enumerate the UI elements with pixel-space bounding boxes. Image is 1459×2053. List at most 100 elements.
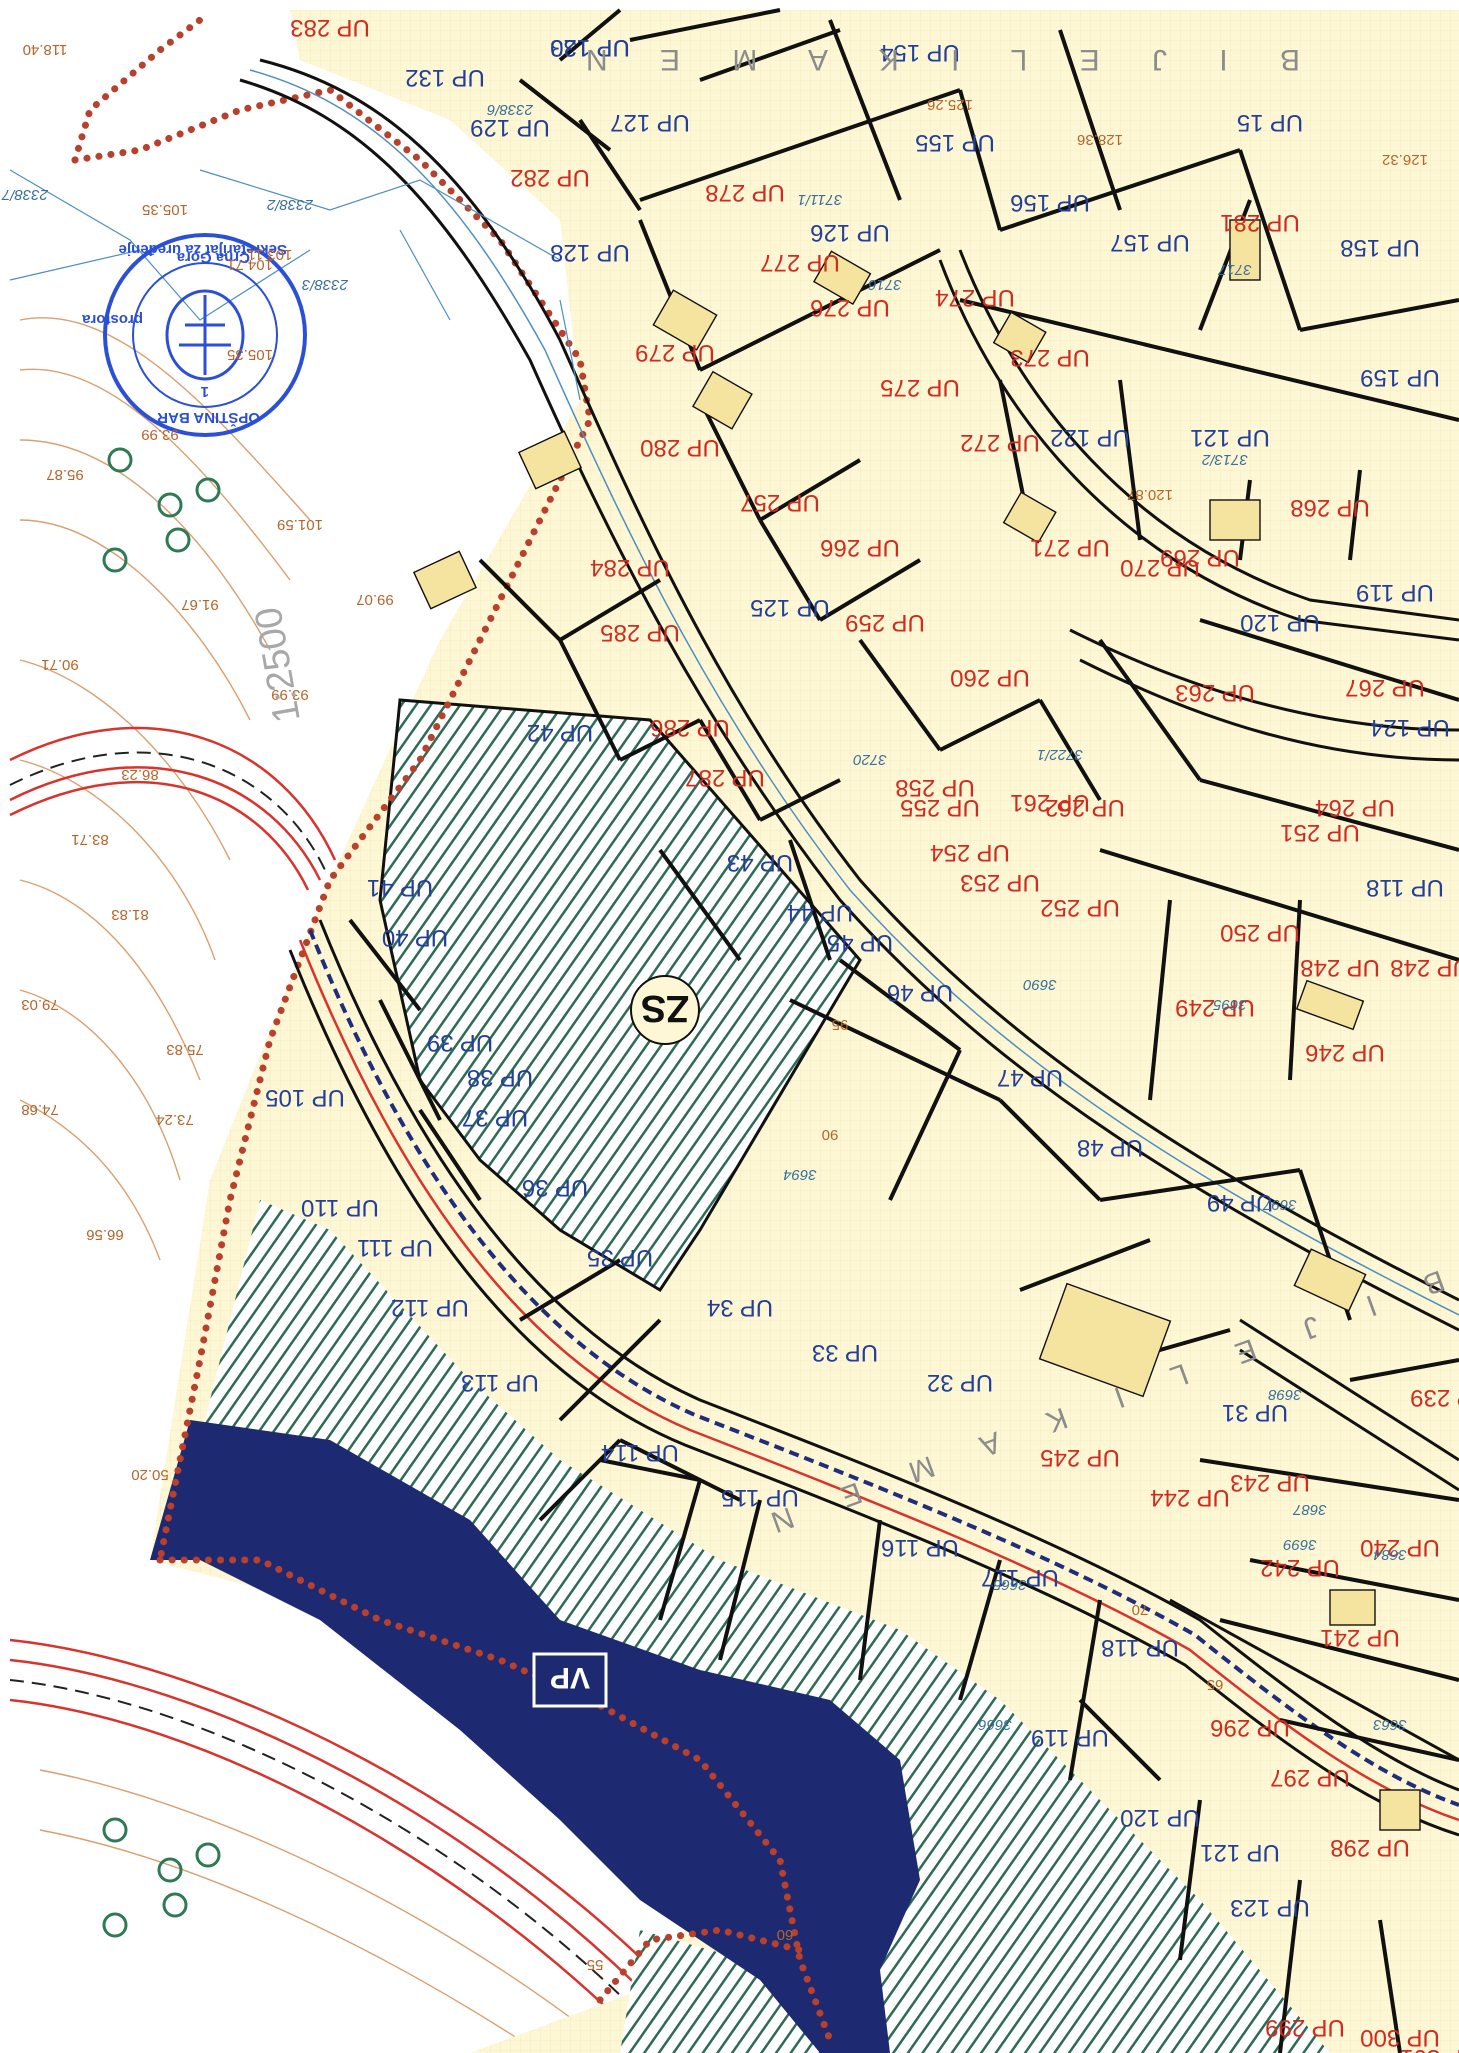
contour-value: 103.11 bbox=[248, 246, 293, 263]
parcel-label-red: UP 279 bbox=[635, 339, 715, 366]
parcel-label-red: UP 252 bbox=[1040, 894, 1120, 921]
parcel-label-blue: UP 132 bbox=[405, 64, 485, 91]
contour-value: 104.71 bbox=[227, 256, 273, 273]
parcel-label-red: UP 296 bbox=[1210, 1714, 1290, 1741]
cadastre-value: 2338/6 bbox=[486, 101, 534, 118]
parcel-label-blue: UP 117 bbox=[981, 1564, 1059, 1591]
cadastre-value: 3722/1 bbox=[1037, 746, 1083, 763]
parcel-label-red: UP 255 bbox=[900, 794, 980, 821]
contour-value: 91.67 bbox=[181, 596, 219, 613]
parcel-label-blue: UP 122 bbox=[1050, 424, 1130, 451]
parcel-label-blue: UP 129 bbox=[470, 114, 550, 141]
parcel-label-red: UP 297 bbox=[1270, 1764, 1350, 1791]
parcel-label-blue: UP 111 bbox=[357, 1234, 433, 1261]
zone-vp-label: VP bbox=[532, 1652, 608, 1708]
parcel-label-blue: UP 33 bbox=[812, 1339, 878, 1366]
parcel-label-red: UP 287 bbox=[685, 764, 765, 791]
parcel-label-red: UP 243 bbox=[1230, 1469, 1310, 1496]
parcel-label-red: UP 277 bbox=[760, 249, 840, 276]
parcel-label-red: UP 254 bbox=[930, 839, 1010, 866]
contour-value: 81.83 bbox=[111, 906, 149, 923]
municipal-stamp: OPŠTINA BAR Sekretarijat za uređenje pro… bbox=[82, 233, 307, 437]
parcel-label-blue: UP 156 bbox=[1010, 189, 1090, 216]
parcel-label-red: UP 271 bbox=[1030, 534, 1110, 561]
parcel-label-blue: UP 114 bbox=[601, 1439, 679, 1466]
parcel-label-red: UP 241 bbox=[1320, 1624, 1400, 1651]
parcel-label-red: UP 298 bbox=[1330, 1834, 1410, 1861]
parcel-label-blue: UP 120 bbox=[1120, 1804, 1200, 1831]
green-zone-zs bbox=[378, 698, 862, 1293]
contour-value: 86.23 bbox=[121, 766, 159, 783]
cadastre-value: 3690 bbox=[1023, 976, 1057, 993]
parcel-label-red: UP 283 bbox=[290, 14, 370, 41]
contour-value: 120.87 bbox=[1127, 486, 1173, 503]
contour-value: 75.83 bbox=[166, 1041, 204, 1058]
cadastre-value: 3684 bbox=[1373, 1546, 1406, 1563]
side-road-right bbox=[938, 249, 1459, 1762]
contour-value: 118.40 bbox=[23, 41, 68, 58]
cadastre-value: 3697 bbox=[1263, 1196, 1297, 1213]
parcel-label-blue: UP 38 bbox=[467, 1064, 533, 1091]
parcel-label-blue: UP 128 bbox=[550, 239, 630, 266]
parcel-label-red: UP 282 bbox=[510, 164, 590, 191]
contour-value: 95.87 bbox=[46, 466, 84, 483]
contour-value: 99.07 bbox=[356, 591, 394, 608]
contour-value: 70 bbox=[1132, 1601, 1149, 1618]
cadastre-value: 3717 bbox=[1218, 261, 1252, 278]
contour-value: 105.35 bbox=[142, 201, 188, 218]
parcel-label-red: UP 281 bbox=[1220, 209, 1300, 236]
parcel-label-blue: UP 34 bbox=[707, 1294, 773, 1321]
contour-value: 93.99 bbox=[141, 426, 179, 443]
parcel-label-blue: UP 121 bbox=[1190, 424, 1270, 451]
parcel-label-red: UP 257 bbox=[740, 489, 820, 516]
contour-value: 105.35 bbox=[227, 346, 273, 363]
cadastre-value: 3663 bbox=[1373, 1716, 1407, 1733]
parcel-label-red: UP 280 bbox=[640, 434, 720, 461]
parcel-label-red: UP 267 bbox=[1345, 674, 1425, 701]
contour-value: 73.24 bbox=[156, 1111, 194, 1128]
parcel-label-blue: UP 110 bbox=[301, 1194, 379, 1221]
parcel-label-blue: UP 130 bbox=[550, 34, 630, 61]
contour-value: 74.68 bbox=[21, 1101, 59, 1118]
stamp-number: 1 bbox=[201, 383, 209, 400]
cadastre-value: 3699 bbox=[1283, 1536, 1317, 1553]
parcel-label-blue: UP 46 bbox=[887, 979, 953, 1006]
stamp-line1: OPŠTINA BAR bbox=[157, 409, 260, 427]
contour-value: 65 bbox=[1207, 1676, 1224, 1693]
parcel-label-red: UP 278 bbox=[705, 179, 785, 206]
green-zone-lower bbox=[200, 1200, 1330, 2053]
parcel-label-red: UP 245 bbox=[1040, 1444, 1120, 1471]
parcel-label-red: UP 275 bbox=[880, 374, 960, 401]
contour-value: 50.20 bbox=[131, 1466, 169, 1483]
cadastre-value: 2338/2 bbox=[266, 196, 314, 213]
cadastre-value: 3687 bbox=[1293, 1501, 1327, 1518]
cadastre-value: 3698 bbox=[1268, 1386, 1302, 1403]
zone-zs-text: ZS bbox=[641, 987, 690, 1029]
cadastre-value: 2338/7 bbox=[1, 186, 49, 203]
parcel-label-red: UP 266 bbox=[820, 534, 900, 561]
parcel-label-blue: UP 15 bbox=[1237, 109, 1303, 136]
parcel-label-red: UP 284 bbox=[590, 554, 670, 581]
parcel-label-red: UP 246 bbox=[1305, 1039, 1385, 1066]
parcel-label-red: UP 242 bbox=[1260, 1554, 1340, 1581]
parcel-label-red: UP 268 bbox=[1290, 494, 1370, 521]
cadastre-value: 3694 bbox=[783, 1166, 816, 1183]
parcel-label-blue: UP 47 bbox=[997, 1064, 1063, 1091]
place-name-north: B I J E L I K A M E N bbox=[564, 43, 1300, 76]
cadastre-value: 3711/1 bbox=[798, 191, 843, 208]
zone-vp-text: VP bbox=[550, 1661, 590, 1694]
parcel-label-blue: UP 49 bbox=[1207, 1189, 1273, 1216]
parcel-label-blue: UP 36 bbox=[522, 1174, 588, 1201]
parcel-label-red: UP 286 bbox=[650, 714, 730, 741]
parcel-label-blue: UP 43 bbox=[727, 849, 793, 876]
contour-value: 95 bbox=[832, 1016, 849, 1033]
parcel-label-red: UP 264 bbox=[1315, 794, 1395, 821]
green-zone-bottom-left bbox=[620, 1930, 830, 2053]
parcel-label-red: UP 260 bbox=[950, 664, 1030, 691]
parcel-label-red: UP 262 bbox=[1045, 794, 1125, 821]
parcel-label-blue: UP 157 bbox=[1110, 229, 1190, 256]
parcel-label-red: UP 263 bbox=[1175, 679, 1255, 706]
building-footprints bbox=[412, 219, 1421, 1831]
cadastre-value: 3665 bbox=[993, 1576, 1027, 1593]
